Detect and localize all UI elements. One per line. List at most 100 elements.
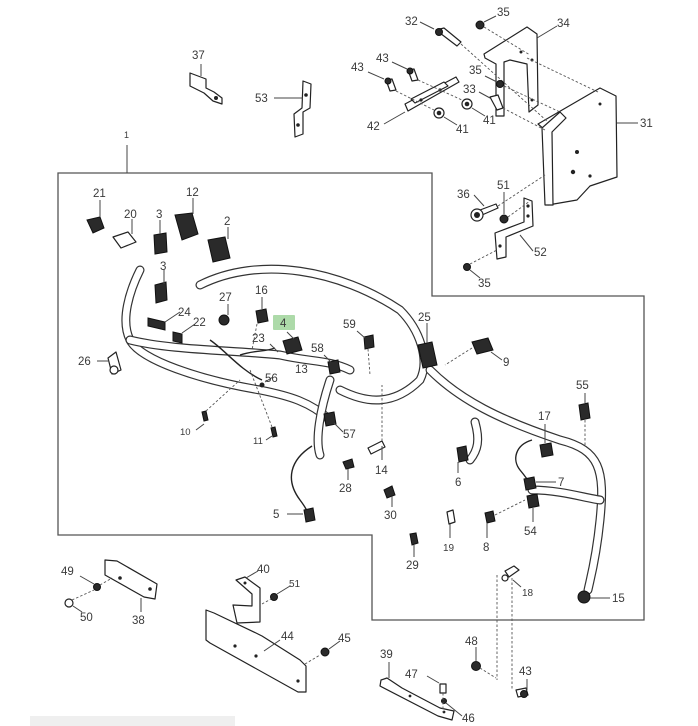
connector-3-lower[interactable] [154, 281, 168, 304]
callout-35-mid[interactable]: 35 [469, 65, 482, 77]
callout-45[interactable]: 45 [338, 633, 351, 645]
callout-39[interactable]: 39 [380, 649, 393, 661]
clip-28[interactable] [342, 458, 355, 470]
callout-26[interactable]: 26 [78, 356, 91, 368]
callout-48[interactable]: 48 [465, 636, 478, 648]
callout-21[interactable]: 21 [93, 188, 106, 200]
clip-30[interactable] [383, 485, 396, 499]
connector-12[interactable] [174, 212, 199, 241]
connector-20[interactable] [112, 231, 137, 249]
callout-8[interactable]: 8 [483, 542, 489, 554]
mount-plate-31[interactable] [537, 87, 618, 206]
callout-43-lower[interactable]: 43 [519, 666, 532, 678]
spacer-41-a[interactable] [461, 98, 473, 110]
bracket-38[interactable] [104, 559, 158, 600]
callout-31[interactable]: 31 [640, 118, 653, 130]
callout-15[interactable]: 15 [612, 593, 625, 605]
callout-36[interactable]: 36 [457, 189, 470, 201]
connector-58[interactable] [327, 359, 341, 375]
connector-7[interactable] [523, 476, 537, 491]
callout-59[interactable]: 59 [343, 319, 356, 331]
callout-3-lower[interactable]: 3 [160, 261, 166, 273]
callout-51-lower[interactable]: 51 [289, 579, 301, 590]
callout-18[interactable]: 18 [522, 588, 534, 599]
callout-23[interactable]: 23 [252, 333, 265, 345]
callout-11[interactable]: 11 [253, 436, 263, 447]
bracket-53[interactable] [293, 80, 312, 138]
clip-26[interactable] [107, 351, 122, 375]
connector-24[interactable] [147, 317, 166, 331]
callout-49[interactable]: 49 [61, 566, 74, 578]
callout-20[interactable]: 20 [124, 209, 137, 221]
connector-3-upper[interactable] [153, 232, 168, 255]
callout-42[interactable]: 42 [367, 121, 380, 133]
callout-41-b[interactable]: 41 [456, 124, 469, 136]
connector-4[interactable] [282, 336, 303, 355]
clip-29[interactable] [409, 532, 419, 546]
connector-15[interactable] [577, 590, 591, 604]
screw-10[interactable] [201, 410, 209, 422]
callout-34[interactable]: 34 [557, 18, 570, 30]
callout-51-upper[interactable]: 51 [497, 180, 510, 192]
callout-6[interactable]: 6 [455, 477, 461, 489]
callout-47[interactable]: 47 [405, 669, 418, 681]
callout-16[interactable]: 16 [255, 285, 268, 297]
nut-35-top[interactable] [475, 20, 485, 30]
callout-25[interactable]: 25 [418, 312, 431, 324]
grommet-55[interactable] [578, 402, 591, 421]
callout-44[interactable]: 44 [281, 631, 294, 643]
nut-51-upper[interactable] [499, 214, 509, 224]
bolt-43-lower[interactable] [515, 687, 529, 698]
nut-49[interactable] [93, 583, 101, 591]
callout-3-upper[interactable]: 3 [156, 209, 162, 221]
callout-37[interactable]: 37 [192, 50, 205, 62]
bracket-40[interactable] [232, 576, 261, 624]
callout-46[interactable]: 46 [462, 713, 475, 725]
callout-19[interactable]: 19 [443, 543, 455, 554]
bolt-32[interactable] [435, 27, 462, 47]
callout-41-a[interactable]: 41 [483, 115, 496, 127]
clip-19[interactable] [446, 509, 456, 525]
grommet-27[interactable] [218, 314, 230, 326]
bracket-52[interactable] [494, 197, 534, 260]
connector-2[interactable] [207, 236, 231, 263]
bolt-47[interactable] [439, 683, 447, 694]
callout-58[interactable]: 58 [311, 343, 324, 355]
bracket-44[interactable] [205, 609, 307, 693]
callout-9[interactable]: 9 [503, 357, 509, 369]
connector-5[interactable] [303, 507, 316, 523]
connector-54[interactable] [526, 493, 540, 509]
connector-21[interactable] [86, 216, 105, 234]
callout-4[interactable]: 4 [280, 318, 287, 330]
callout-40[interactable]: 40 [257, 564, 270, 576]
nut-35-mid[interactable] [496, 80, 504, 88]
callout-7[interactable]: 7 [558, 477, 564, 489]
callout-35-top[interactable]: 35 [497, 7, 510, 19]
terminal-56[interactable] [259, 382, 265, 388]
callout-28[interactable]: 28 [339, 483, 352, 495]
bolt-43-b[interactable] [406, 67, 419, 82]
callout-24[interactable]: 24 [178, 307, 191, 319]
callout-32[interactable]: 32 [405, 16, 418, 28]
screw-11[interactable] [270, 426, 278, 438]
callout-17[interactable]: 17 [538, 411, 551, 423]
callout-35-lower[interactable]: 35 [478, 278, 491, 290]
spacer-41-b[interactable] [433, 107, 445, 119]
nut-51-lower[interactable] [270, 593, 278, 601]
wiring-harness-13[interactable] [121, 264, 607, 595]
bolt-43-a[interactable] [384, 77, 397, 92]
connector-59[interactable] [363, 334, 375, 350]
connector-9[interactable] [471, 337, 494, 355]
callout-5[interactable]: 5 [273, 509, 279, 521]
callout-52[interactable]: 52 [534, 247, 547, 259]
callout-43-a[interactable]: 43 [351, 62, 364, 74]
nut-35-lower[interactable] [463, 263, 471, 271]
callout-38[interactable]: 38 [132, 615, 145, 627]
callout-56[interactable]: 56 [265, 373, 278, 385]
connector-22[interactable] [172, 331, 183, 344]
connector-57[interactable] [323, 411, 337, 427]
bolt-36[interactable] [470, 203, 499, 222]
connector-16[interactable] [255, 308, 269, 324]
callout-2[interactable]: 2 [224, 216, 230, 228]
connector-6[interactable] [456, 445, 469, 463]
